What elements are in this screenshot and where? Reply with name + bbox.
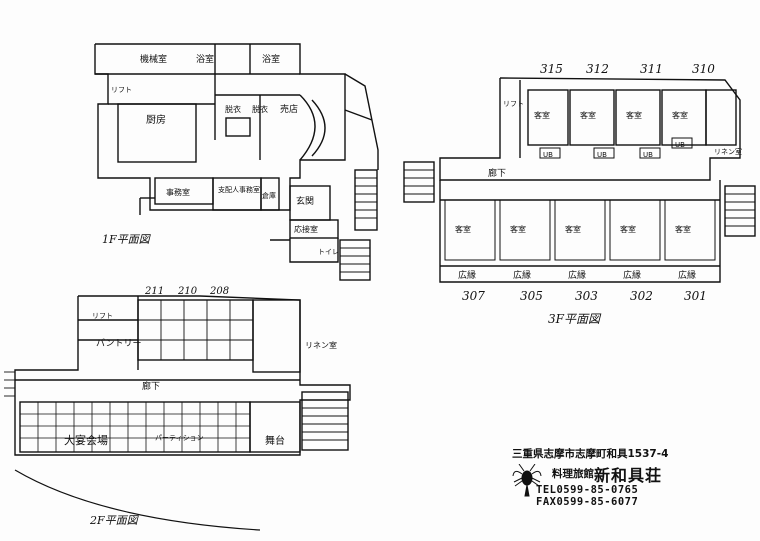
veranda-307: 広縁 [458,269,476,281]
room-number-305: 305 [520,289,543,303]
room-number-315: 315 [540,62,563,76]
inn-type: 料理旅館 [552,468,594,480]
room-linen-2f: リネン室 [305,340,337,350]
guest-room-303: 客室 [565,224,581,234]
room-number-311: 311 [640,62,663,76]
room-number-312: 312 [586,62,609,76]
room-number-211: 211 [144,286,164,297]
room-machine: 機械室 [140,53,167,65]
floor-1-labels: 機械室 浴室 浴室 リフト 厨房 脱衣 脱衣 売店 事務室 支配人事務室 倉庫 … [102,53,339,256]
guest-room-312: 客室 [580,110,596,120]
unit-bath-312: UB [597,151,607,159]
room-linen-3f: リネン室 [714,147,742,156]
room-partition: パーティション [155,434,204,442]
inn-name: 新和具荘 [594,466,663,485]
room-number-310: 310 [692,62,715,76]
floor-2-plan [4,295,351,531]
guest-room-302: 客室 [620,224,636,234]
floor-3-labels: 315 312 311 310 リフト 客室 客室 客室 客室 UB UB UB… [455,62,742,326]
floor-1-plan [94,43,379,281]
corridor-2f: 廊下 [142,380,160,392]
guest-room-315: 客室 [534,110,550,120]
room-number-208: 208 [209,286,229,297]
room-lift-2f: リフト [92,312,113,320]
floor-3-title: 3F平面図 [548,312,602,326]
room-lift-1f: リフト [111,86,132,94]
room-bath-a: 浴室 [196,53,214,65]
room-changing-b: 脱衣 [252,104,268,114]
veranda-301: 広縁 [678,269,696,281]
unit-bath-310: UB [675,141,685,149]
room-pantry: パントリー [96,338,141,349]
unit-bath-311: UB [643,151,653,159]
room-changing-a: 脱衣 [225,104,241,114]
floor-2-labels: 211 210 208 リフト パントリー リネン室 廊下 大宴会場 パーティシ… [64,286,337,527]
floor-1-title: 1F平面図 [102,233,152,246]
room-number-301: 301 [684,289,707,303]
inn-address: 三重県志摩市志摩町和具1537-4 [512,448,669,460]
guest-room-301: 客室 [675,224,691,234]
room-manager: 支配人事務室 [218,185,260,194]
room-number-210: 210 [177,286,198,297]
corridor-3f: 廊下 [488,167,506,179]
room-number-307: 307 [462,289,485,303]
unit-bath-315: UB [543,151,553,159]
room-office: 事務室 [166,187,190,197]
veranda-302: 広縁 [623,269,641,281]
room-number-303: 303 [575,289,598,303]
guest-room-311: 客室 [626,110,642,120]
guest-room-307: 客室 [455,224,471,234]
lobster-icon [512,464,542,497]
room-lounge: 応接室 [294,224,318,234]
room-lift-3f: リフト [503,100,524,108]
room-entrance: 玄関 [296,195,314,207]
floor-3-plan [403,77,756,283]
floor-2-title: 2F平面図 [89,514,140,527]
guest-room-310: 客室 [672,110,688,120]
guest-room-305: 客室 [510,224,526,234]
room-stage: 舞台 [265,434,285,447]
room-storage: 倉庫 [262,191,276,200]
room-hall: 大宴会場 [64,433,108,447]
inn-fax: FAX0599-85-6077 [536,496,639,508]
room-bath-b: 浴室 [262,53,280,65]
veranda-305: 広縁 [513,269,531,281]
inn-phone: TEL0599-85-0765 [536,484,639,496]
room-number-302: 302 [630,289,653,303]
room-toilet-1f: トイレ [318,248,339,256]
veranda-303: 広縁 [568,269,586,281]
room-kitchen: 厨房 [146,113,166,126]
room-shop: 売店 [280,103,298,115]
